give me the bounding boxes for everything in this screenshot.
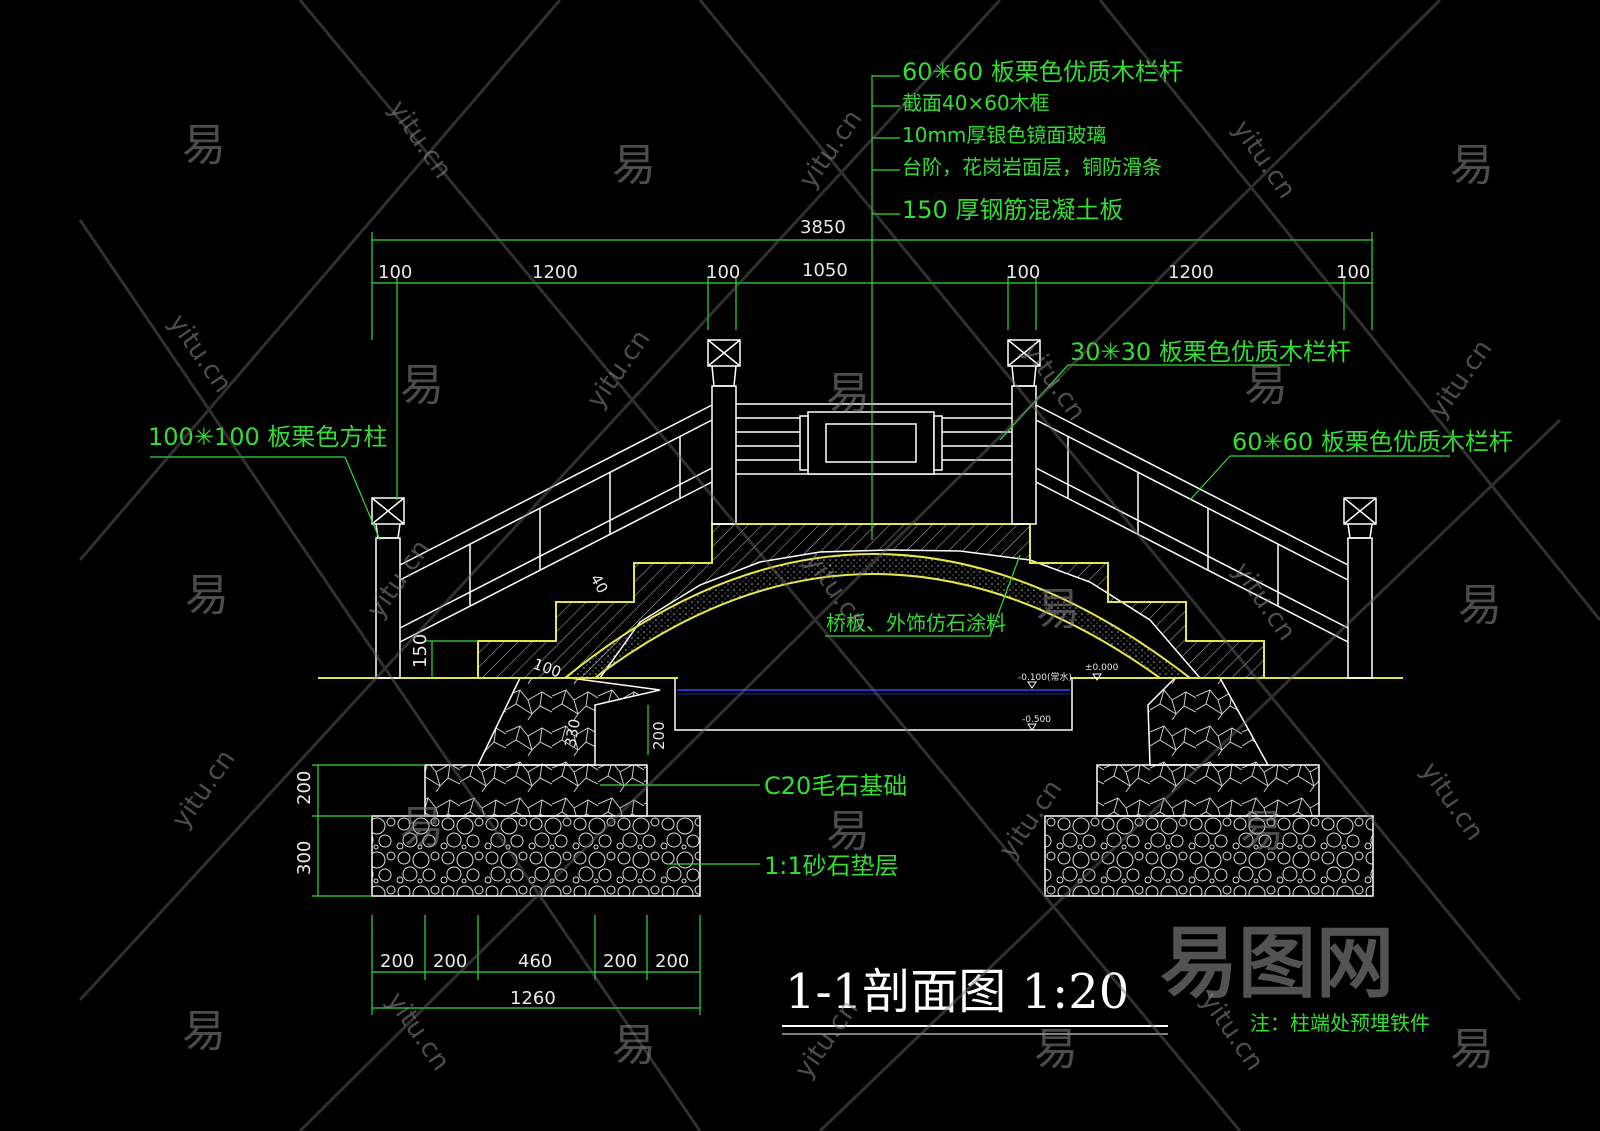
- dim-bottom-seg-5: 200: [655, 951, 689, 972]
- level-water: -0.100(常水): [1018, 671, 1072, 683]
- watermark-char: 易: [182, 1006, 226, 1057]
- watermark-char: 易: [1244, 360, 1288, 411]
- watermark-char: 易: [400, 360, 444, 411]
- left-sand-cushion: [371, 815, 701, 897]
- watermark-site: yitu.cn: [1226, 557, 1301, 647]
- watermark-grid: [78, 0, 1600, 1131]
- watermark-site: yitu.cn: [162, 309, 237, 399]
- post-right-outer: [1343, 497, 1377, 679]
- watermark-char: 易: [1036, 584, 1080, 635]
- watermark-site: yitu.cn: [1423, 334, 1498, 424]
- watermark-site: yitu.cn: [793, 104, 868, 194]
- dim-top-seg-5: 100: [1006, 262, 1040, 283]
- dim-left-150: 150: [410, 634, 431, 668]
- dim-small-40: 40: [587, 571, 612, 597]
- callout-arch: 桥板、外饰仿石涂料: [826, 611, 1006, 635]
- right-sand-cushion: [1044, 815, 1374, 897]
- post-left-inner: [707, 339, 741, 525]
- watermark-char: 易: [182, 120, 226, 171]
- dim-top-seg-4: 1050: [802, 260, 848, 281]
- level-bottom: -0.500: [1022, 715, 1051, 725]
- dim-bottom-overall: 1260: [510, 988, 556, 1009]
- dim-bottom-seg-1: 200: [380, 951, 414, 972]
- dim-bottom-seg-2: 200: [433, 951, 467, 972]
- railing-center: [736, 403, 1012, 475]
- dim-left-300: 300: [294, 841, 315, 875]
- watermark-site: yitu.cn: [166, 744, 241, 834]
- railing-left-sloped: [399, 404, 713, 643]
- watermark-char: 易: [400, 802, 444, 853]
- watermark-site: yitu.cn: [1226, 115, 1301, 205]
- step-treads-left: [477, 523, 1030, 678]
- dim-small-200: 200: [650, 721, 668, 750]
- dim-top-seg-3: 100: [706, 262, 740, 283]
- callout-cushion: 1:1砂石垫层: [764, 852, 899, 880]
- watermark-char: 易: [185, 570, 229, 621]
- dim-overall-top: 3850: [800, 217, 846, 238]
- dim-top-seg-1: 100: [378, 262, 412, 283]
- level-markers: [1027, 673, 1102, 731]
- post-right-inner: [1007, 339, 1041, 525]
- step-treads-right: [1029, 524, 1265, 678]
- watermark-char: 易: [1458, 580, 1502, 631]
- callout-top-1: 60✳60 板栗色优质木栏杆: [902, 58, 1183, 86]
- railing-right-sloped: [1035, 404, 1349, 643]
- watermark-char: 易: [826, 368, 870, 419]
- leader-lines: [150, 75, 1450, 865]
- dim-top-seg-6: 1200: [1168, 262, 1214, 283]
- watermark-site: yitu.cn: [380, 987, 455, 1077]
- callout-post: 100✳100 板栗色方柱: [148, 423, 387, 451]
- watermark-char: 易: [826, 806, 870, 857]
- watermark-site: yitu.cn: [361, 534, 436, 624]
- watermark-char: 易: [612, 140, 656, 191]
- watermark-brand-logo: 易图网: [1160, 919, 1394, 1009]
- callout-top-2: 截面40×60木框: [902, 91, 1050, 115]
- watermark-chars: 易 易 易 易 易 易 易 易 易 易 易 易 易 易 易 易: [182, 120, 1502, 1075]
- dim-bottom-seg-3: 460: [518, 951, 552, 972]
- level-ground: ±0.000: [1085, 663, 1119, 673]
- callout-top-3: 10mm厚银色镜面玻璃: [902, 123, 1106, 147]
- pool-outline: [674, 678, 1073, 731]
- right-foundation: [1044, 677, 1374, 897]
- note-text: 注：柱端处预埋铁件: [1250, 1011, 1430, 1035]
- watermark-site: yitu.cn: [1414, 757, 1489, 847]
- callout-railing-right: 60✳60 板栗色优质木栏杆: [1232, 428, 1513, 456]
- watermark-char: 易: [1240, 806, 1284, 857]
- right-rubble-footing: [1096, 764, 1320, 817]
- right-rubble-abutment: [1147, 677, 1270, 766]
- callout-railing-small: 30✳30 板栗色优质木栏杆: [1070, 338, 1351, 366]
- left-rubble-footing: [424, 764, 648, 817]
- railings: [371, 339, 1377, 679]
- callout-top-4: 台阶，花岗岩面层，铜防滑条: [902, 155, 1162, 179]
- watermark-site: yitu.cn: [382, 95, 457, 185]
- watermark-site: yitu.cn: [581, 324, 656, 414]
- watermark-char: 易: [1450, 1024, 1494, 1075]
- watermark-char: 易: [612, 1020, 656, 1071]
- drawing-title: 1-1剖面图 1:20: [785, 964, 1129, 1020]
- left-foundation: [371, 677, 701, 897]
- dim-top-seg-2: 1200: [532, 262, 578, 283]
- dim-small-330: 330: [561, 717, 584, 748]
- post-left-outer: [371, 497, 405, 679]
- dim-top-seg-7: 100: [1336, 262, 1370, 283]
- watermark-char: 易: [1034, 1024, 1078, 1075]
- callout-top-5: 150 厚钢筋混凝土板: [902, 196, 1123, 224]
- dim-bottom-seg-4: 200: [603, 951, 637, 972]
- callout-foundation: C20毛石基础: [764, 772, 907, 800]
- pool: [674, 678, 1073, 731]
- dim-left-200: 200: [294, 771, 315, 805]
- watermark-char: 易: [1450, 140, 1494, 191]
